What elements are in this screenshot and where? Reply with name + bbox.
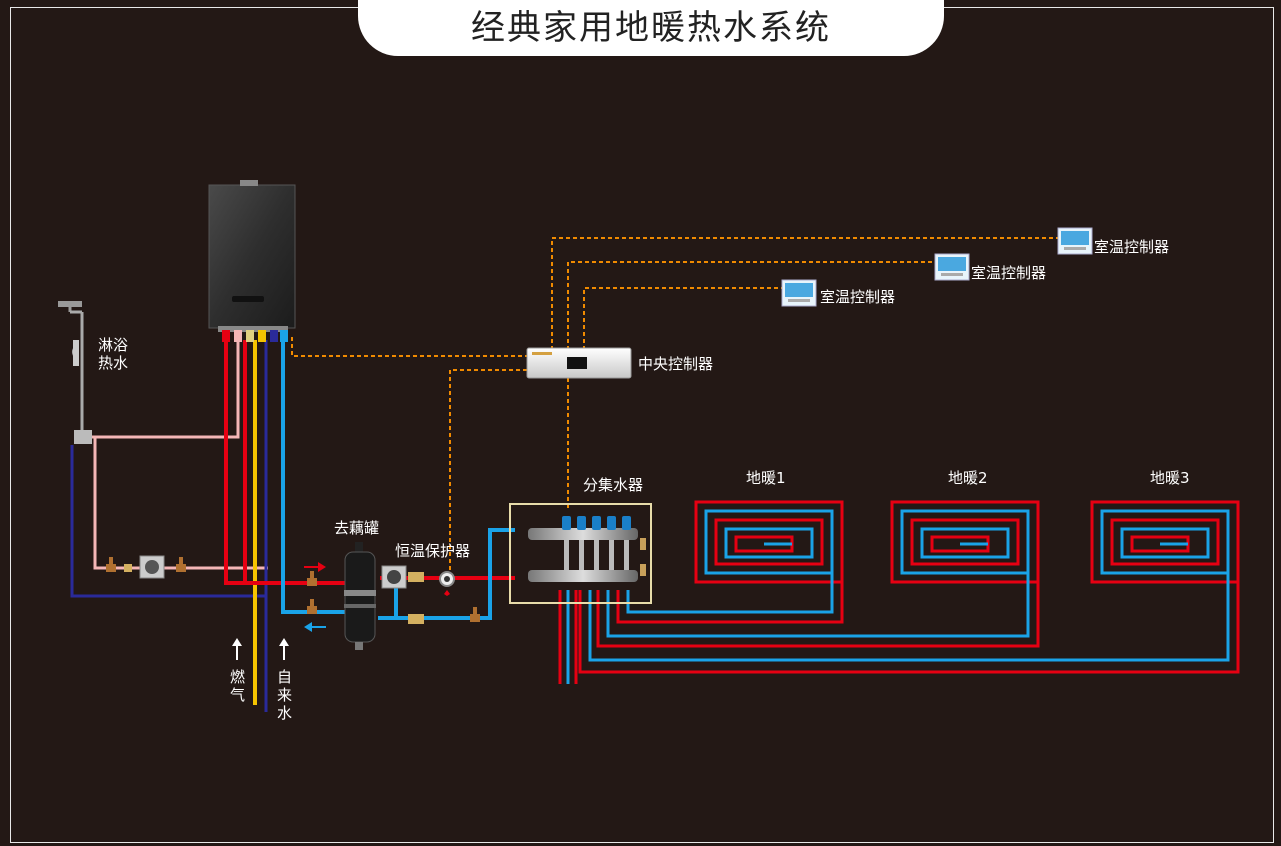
flow-arrows bbox=[232, 562, 326, 660]
control-wires bbox=[284, 237, 1058, 572]
floor-heat-loops bbox=[558, 500, 1240, 684]
valve-icon bbox=[470, 607, 480, 622]
wire-boiler bbox=[284, 337, 527, 357]
diagram-labels: 淋浴 热水 燃 气 自 来 水 去藕罐 恒温保护器 分集水器 中央控制器 室温控… bbox=[98, 238, 1190, 722]
arrow-icon bbox=[304, 622, 326, 632]
pump-icon bbox=[381, 565, 407, 589]
floor-loop-3 bbox=[1090, 500, 1240, 584]
supply-valves bbox=[307, 571, 480, 624]
controller-icon bbox=[526, 347, 632, 379]
arrow-icon bbox=[304, 562, 326, 572]
label-room-controller-3: 室温控制器 bbox=[820, 288, 895, 306]
label-floor-heat-3: 地暖3 bbox=[1150, 469, 1190, 487]
thermostat-icon bbox=[781, 279, 817, 307]
title-tab: 经典家用地暖热水系统 bbox=[358, 0, 944, 56]
label-floor-heat-2: 地暖2 bbox=[948, 469, 988, 487]
label-water-1: 自 bbox=[277, 668, 292, 686]
arrow-icon bbox=[232, 638, 242, 660]
label-gas-2: 气 bbox=[230, 686, 245, 704]
floor-loop-2 bbox=[890, 500, 1040, 584]
hot-supply-pipes bbox=[224, 340, 515, 585]
thermostat-icon bbox=[1057, 227, 1093, 255]
boiler-icon bbox=[208, 180, 296, 342]
label-room-controller-2: 室温控制器 bbox=[971, 264, 1046, 282]
manifold-icon bbox=[509, 503, 652, 604]
wire-controller-2 bbox=[567, 261, 935, 350]
tap-water-pipes bbox=[70, 340, 268, 712]
label-degasser: 去藕罐 bbox=[334, 519, 379, 537]
valve-icon bbox=[106, 557, 116, 572]
valve-icon bbox=[307, 599, 317, 614]
valve-icon bbox=[408, 572, 424, 582]
pump-icon bbox=[139, 555, 165, 579]
valve-icon bbox=[408, 614, 424, 624]
label-shower-2: 热水 bbox=[98, 354, 128, 372]
label-floor-heat-1: 地暖1 bbox=[746, 469, 786, 487]
label-thermo-protector: 恒温保护器 bbox=[395, 542, 470, 560]
wire-thermo-protector bbox=[449, 369, 527, 572]
page-title: 经典家用地暖热水系统 bbox=[471, 8, 831, 48]
label-room-controller-1: 室温控制器 bbox=[1094, 238, 1169, 256]
wire-controller-1 bbox=[551, 237, 1058, 350]
valve-icon bbox=[124, 564, 132, 572]
label-manifold: 分集水器 bbox=[583, 476, 643, 494]
label-gas-1: 燃 bbox=[230, 668, 245, 686]
valve-icon bbox=[176, 557, 186, 572]
shower-icon bbox=[58, 301, 92, 444]
arrow-icon bbox=[279, 638, 289, 660]
floor-loop-1 bbox=[694, 500, 844, 584]
wire-controller-3 bbox=[583, 287, 782, 350]
domestic-hot-pipes bbox=[82, 340, 268, 570]
label-water-3: 水 bbox=[277, 704, 292, 722]
thermo-protector-icon bbox=[439, 571, 455, 596]
label-shower-1: 淋浴 bbox=[98, 336, 128, 354]
valve-icon bbox=[307, 571, 317, 586]
cold-return-pipes bbox=[281, 340, 515, 620]
label-central-controller: 中央控制器 bbox=[638, 355, 713, 373]
label-water-2: 来 bbox=[277, 686, 292, 704]
degasser-tank-icon bbox=[344, 542, 376, 650]
thermostat-icon bbox=[934, 253, 970, 281]
domestic-hot-valves bbox=[106, 555, 186, 579]
